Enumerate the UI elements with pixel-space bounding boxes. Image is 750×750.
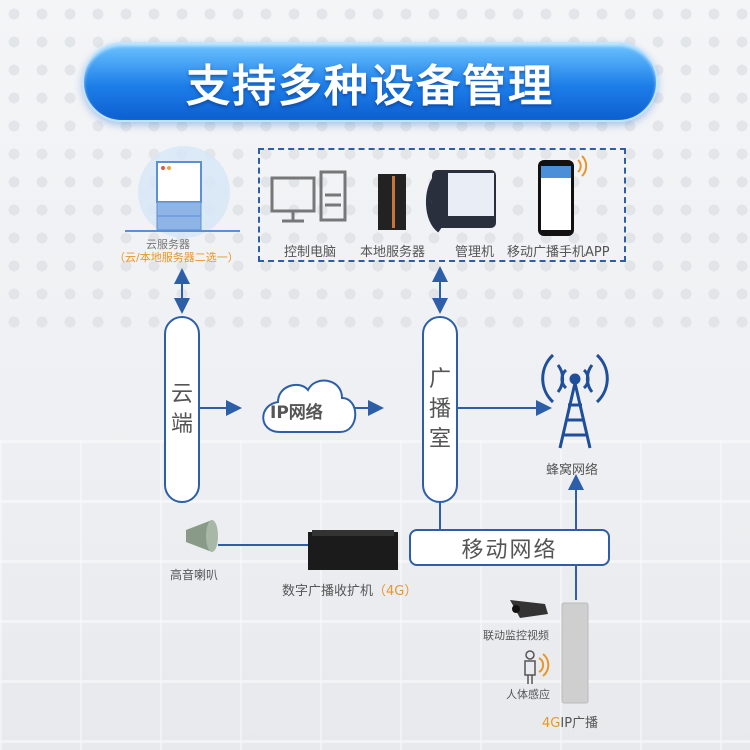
- cloud-server-note: （云/本地服务器二选一）: [114, 251, 239, 264]
- amplifier-icon: [308, 530, 398, 570]
- studio-pill-char: 播: [428, 396, 451, 422]
- device-label: 控制电脑: [284, 245, 337, 260]
- studio-pill-char: 室: [428, 426, 451, 452]
- cloud-pill-char: 端: [170, 411, 193, 437]
- cloud-server-icon: [125, 146, 240, 238]
- column-speaker-prefix: 4G: [542, 716, 561, 731]
- device-label: 本地服务器: [360, 245, 426, 260]
- server-tower-icon: [378, 174, 406, 230]
- camera-icon: [510, 600, 548, 618]
- column-speaker-label: 4GIP广播: [542, 712, 598, 731]
- amplifier-suffix: （4G）: [373, 584, 418, 599]
- cloud-pill-char: 云: [170, 381, 193, 407]
- device-label: 移动广播手机APP: [507, 245, 610, 260]
- device-group-box: [258, 148, 626, 262]
- column-speaker-name: IP广播: [560, 716, 599, 731]
- device-label: 管理机: [455, 245, 495, 260]
- column-speaker-icon: [561, 602, 589, 704]
- floor-grid: [0, 440, 750, 750]
- cloud-shape: [262, 379, 357, 433]
- page-title: 支持多种设备管理: [186, 61, 554, 112]
- horn-label: 高音喇叭: [170, 568, 219, 582]
- mobile-app-icon: [538, 155, 588, 236]
- person-sensor-icon: [524, 650, 550, 684]
- studio-pill: 广播室: [422, 316, 458, 503]
- desktop-computer-icon: [270, 170, 347, 223]
- cell-tower-icon: [541, 353, 609, 449]
- cloud-server-label: 云服务器: [146, 238, 190, 251]
- studio-pill-char: 广: [428, 366, 451, 392]
- title-banner: 支持多种设备管理: [82, 42, 658, 122]
- mobile-network-label: 移动网络: [461, 537, 558, 563]
- amplifier-name: 数字广播收扩机: [282, 584, 374, 599]
- ip-network-label: IP网络: [270, 403, 323, 423]
- camera-label: 联动监控视频: [483, 629, 549, 642]
- cellular-label: 蜂窝网络: [546, 463, 599, 478]
- horn-speaker-icon: [186, 520, 218, 552]
- mobile-network-box: 移动网络: [409, 529, 610, 566]
- amplifier-label: 数字广播收扩机（4G）: [282, 580, 417, 599]
- sensor-label: 人体感应: [506, 688, 550, 701]
- desk-phone-terminal-icon: [426, 170, 496, 233]
- cloud-pill: 云端: [164, 316, 200, 503]
